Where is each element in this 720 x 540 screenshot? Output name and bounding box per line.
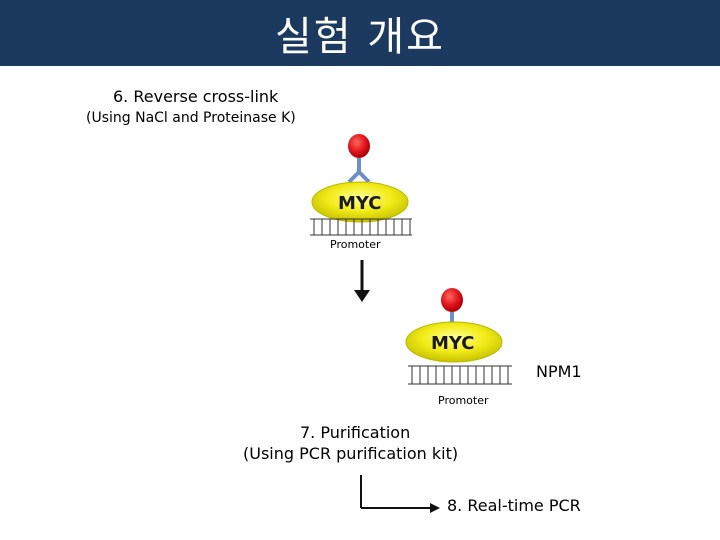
page-title: 실험 개요 (275, 14, 445, 60)
down-arrow-icon (354, 260, 370, 302)
myc-protein-blob (311, 181, 409, 223)
elbow-arrow-icon (360, 475, 440, 513)
myc-protein-blob (405, 321, 503, 363)
dna-ladder-top (310, 218, 412, 236)
myc-label: MYC (338, 193, 382, 214)
complex-top (310, 134, 412, 236)
promoter-label: Promoter (438, 394, 489, 407)
complex-middle (405, 288, 512, 385)
title-bar: 실험 개요 (0, 0, 720, 66)
myc-label: MYC (431, 333, 475, 354)
antibody-icon (347, 134, 371, 184)
dna-ladder-middle (408, 365, 512, 385)
step6-title: 6. Reverse cross-link (113, 87, 279, 106)
step7-detail: (Using PCR purification kit) (243, 444, 459, 463)
step6-detail: (Using NaCl and Proteinase K) (86, 110, 296, 126)
step8-title: 8. Real-time PCR (447, 496, 581, 515)
npm1-label: NPM1 (536, 362, 582, 381)
step7-title: 7. Purification (300, 423, 411, 442)
promoter-label: Promoter (330, 238, 381, 251)
